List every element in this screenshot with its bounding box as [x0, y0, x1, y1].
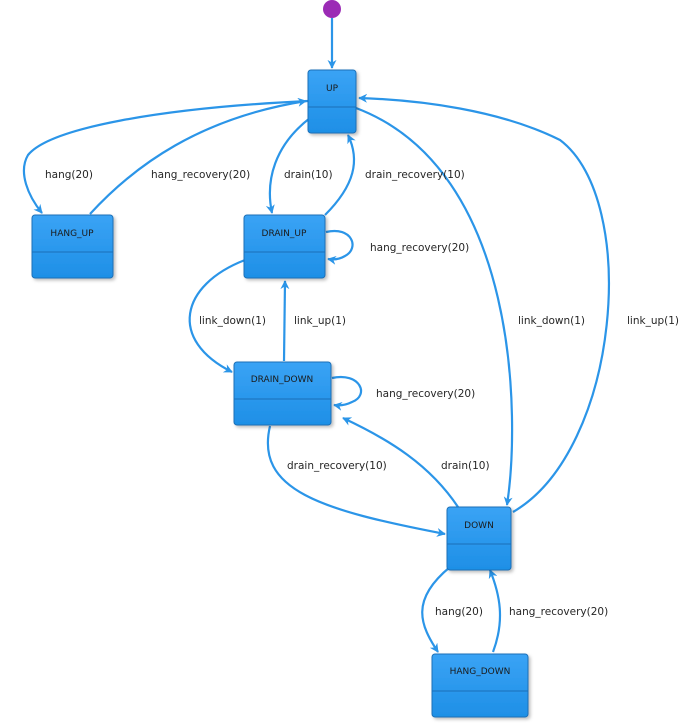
edge-drain-down-to-drain-up [280, 280, 290, 362]
state-hang-down-title: HANG_DOWN [450, 667, 511, 677]
label-drain-up-self: hang_recovery(20) [370, 242, 469, 254]
state-down-title: DOWN [464, 521, 494, 531]
label-up-to-drain-up: drain(10) [284, 169, 333, 181]
state-drain-down: DRAIN_DOWN [233, 361, 332, 426]
edge-down-to-hang-down [421, 566, 451, 653]
state-drain-down-title: DRAIN_DOWN [251, 375, 314, 385]
label-drain-up-to-drain-down: link_down(1) [199, 315, 266, 327]
label-drain-down-to-down: drain_recovery(10) [287, 460, 387, 472]
label-hang-down-to-down: hang_recovery(20) [509, 606, 608, 618]
state-hang-up-title: HANG_UP [50, 229, 94, 239]
label-drain-up-to-up: drain_recovery(10) [365, 169, 465, 181]
state-drain-up-title: DRAIN_UP [262, 229, 307, 239]
edge-down-to-up [358, 93, 610, 513]
edge-hang-up-to-up [89, 97, 307, 215]
label-hang-up-to-up: hang_recovery(20) [151, 169, 250, 181]
edge-up-to-hang-up [22, 99, 309, 214]
edge-drain-up-to-drain-down [188, 258, 246, 373]
state-hang-down: HANG_DOWN [431, 653, 529, 718]
edge-drain-up-self [325, 229, 354, 265]
edge-up-to-drain-up [265, 117, 311, 214]
label-up-to-hang-up: hang(20) [45, 169, 93, 181]
initial-node [323, 0, 341, 18]
edge-down-to-drain-down [342, 417, 459, 508]
edge-drain-up-to-up [324, 134, 356, 216]
label-down-to-up: link_up(1) [627, 315, 679, 327]
edge-hang-down-to-down [488, 569, 502, 653]
label-drain-down-to-drain-up: link_up(1) [294, 315, 346, 327]
label-down-to-drain-down: drain(10) [441, 460, 490, 472]
state-drain-up: DRAIN_UP [243, 214, 326, 279]
edge-drain-down-to-down [266, 425, 446, 537]
label-up-to-down: link_down(1) [518, 315, 585, 327]
state-up-title: UP [326, 84, 339, 94]
label-drain-down-self: hang_recovery(20) [376, 388, 475, 400]
label-down-to-hang-down: hang(20) [435, 606, 483, 618]
state-hang-up: HANG_UP [31, 214, 114, 279]
state-up: UP [307, 69, 357, 134]
edge-up-to-down [355, 106, 514, 506]
state-down: DOWN [446, 506, 512, 571]
edge-drain-down-self [331, 375, 363, 411]
